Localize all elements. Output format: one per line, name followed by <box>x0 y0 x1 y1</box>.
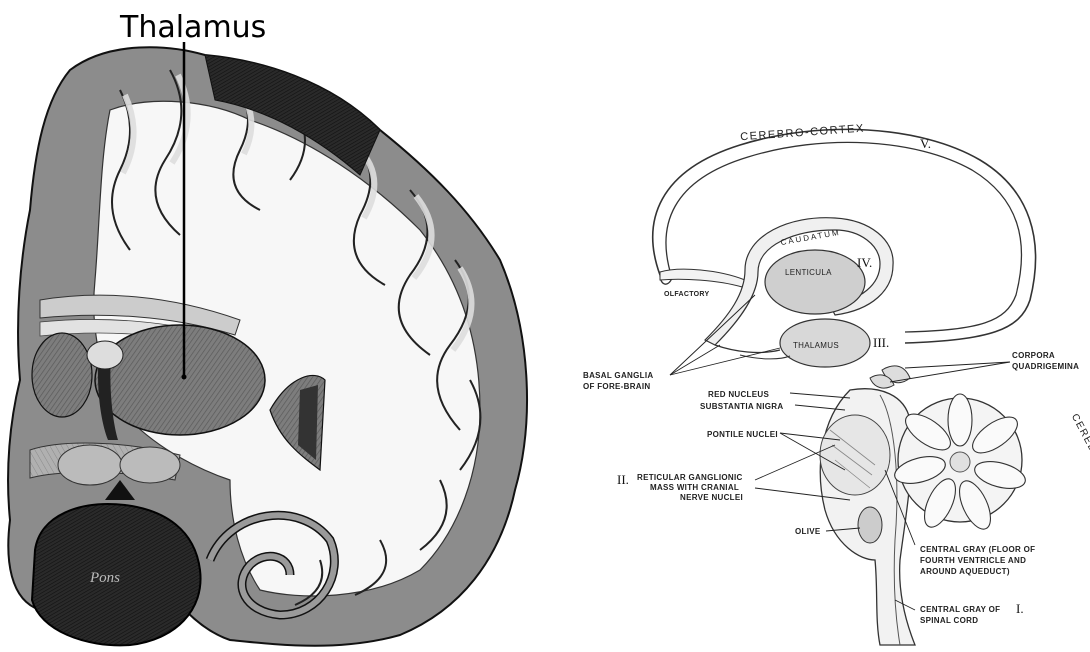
reticular-label-2: MASS WITH CRANIAL <box>650 483 739 492</box>
pontile-nuclei-label: PONTILE NUCLEI <box>707 430 778 439</box>
olive-schematic <box>858 507 882 543</box>
cerebello-cortex-label: CEREBELLO-CORTEX <box>1069 412 1090 531</box>
lenticula-numeral: IV. <box>857 255 872 270</box>
central-gray-label-1: CENTRAL GRAY (FLOOR OF <box>920 545 1035 554</box>
cerebellum <box>892 394 1028 534</box>
olive-label: OLIVE <box>795 527 821 536</box>
olfactory-label: OLFACTORY <box>664 291 710 298</box>
pons-schematic <box>820 415 890 495</box>
spinal-label-1: CENTRAL GRAY OF <box>920 605 1000 614</box>
corpora-label-1: CORPORA <box>1012 351 1055 360</box>
pons-label: Pons <box>89 570 120 586</box>
corpora-label-2: QUADRIGEMINA <box>1012 362 1079 371</box>
thalamus-pointer-dot <box>182 375 187 380</box>
spinal-numeral: I. <box>1016 601 1024 616</box>
spinal-label-2: SPINAL CORD <box>920 616 978 625</box>
thalamus-title: Thalamus <box>119 10 266 45</box>
lenticula <box>765 250 865 314</box>
reticular-label-3: NERVE NUCLEI <box>680 493 743 502</box>
basal-ganglia-label-1: BASAL GANGLIA <box>583 371 653 380</box>
olfactory-bulb <box>660 269 745 287</box>
cortex-numeral: V. <box>920 136 931 151</box>
thalamus-numeral: III. <box>873 335 889 350</box>
central-gray-label-3: AROUND AQUEDUCT) <box>920 567 1010 576</box>
red-nucleus-label: RED NUCLEUS <box>708 390 769 399</box>
lenticula-label: LENTICULA <box>785 268 832 277</box>
reticular-label-1: RETICULAR GANGLIONIC <box>637 473 743 482</box>
basal-ganglia-label-2: OF FORE-BRAIN <box>583 382 650 391</box>
substantia-nigra-label: SUBSTANTIA NIGRA <box>700 402 783 411</box>
thalamus-region <box>95 325 265 435</box>
reticular-numeral: II. <box>617 472 629 487</box>
central-gray-label-2: FOURTH VENTRICLE AND <box>920 556 1026 565</box>
thalamus-schematic-label: THALAMUS <box>793 341 839 350</box>
coronal-section: Pons <box>8 47 527 646</box>
cerebro-cortex-label: CEREBRO-CORTEX <box>740 123 865 144</box>
